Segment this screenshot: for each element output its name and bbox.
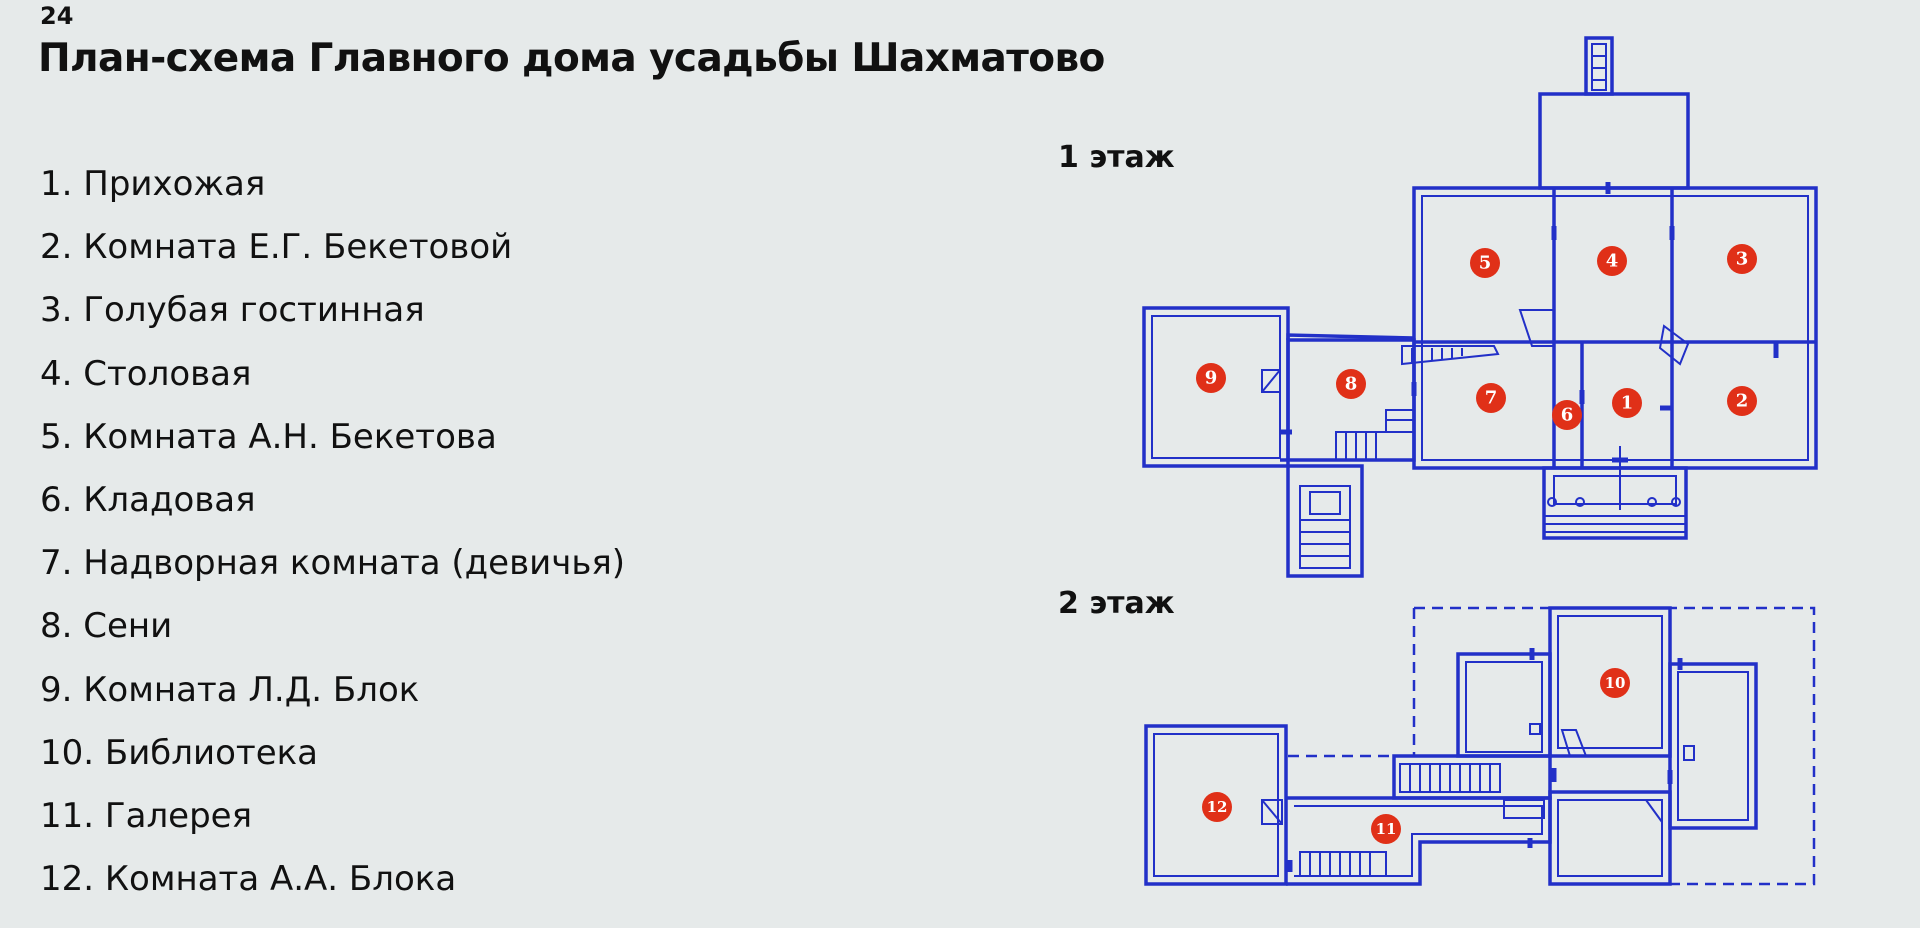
room-8-marker: 8 [1336,369,1366,399]
legend-item: 11. Галерея [40,795,253,836]
second-floor-plan [1144,606,1816,886]
room-markers: 1 2 3 4 5 6 7 8 [1196,244,1757,844]
svg-text:1: 1 [1621,393,1634,414]
legend-item: 4. Столовая [40,353,252,394]
room-1-marker: 1 [1612,388,1642,418]
svg-text:6: 6 [1561,405,1574,426]
legend-item: 5. Комната А.Н. Бекетова [40,416,497,457]
svg-text:7: 7 [1485,388,1498,409]
room-9-marker: 9 [1196,363,1226,393]
room-legend: 1. Прихожая 2. Комната Е.Г. Бекетовой 3.… [40,160,625,918]
legend-item: 2. Комната Е.Г. Бекетовой [40,227,513,268]
svg-text:3: 3 [1736,249,1749,270]
room-2-marker: 2 [1727,386,1757,416]
svg-text:8: 8 [1345,374,1358,395]
legend-item: 7. Надворная комната (девичья) [40,543,626,584]
svg-text:2: 2 [1736,391,1749,412]
room-4-marker: 4 [1597,246,1627,276]
page-title: План-схема Главного дома усадьбы Шахмато… [38,36,1105,81]
room-11-marker: 11 [1371,814,1401,844]
first-floor-plan [1142,36,1818,578]
room-10-marker: 10 [1600,668,1630,698]
svg-text:11: 11 [1376,820,1397,838]
room-12-marker: 12 [1202,792,1232,822]
legend-item: 6. Кладовая [40,479,256,520]
room-7-marker: 7 [1476,383,1506,413]
legend-item: 9. Комната Л.Д. Блок [40,669,420,710]
legend-item: 3. Голубая гостинная [40,290,425,331]
legend-item: 12. Комната А.А. Блока [40,859,457,900]
svg-text:12: 12 [1207,798,1228,816]
legend-item: 10. Библиотека [40,732,318,773]
room-3-marker: 3 [1727,244,1757,274]
svg-text:10: 10 [1605,674,1626,692]
floor-1-label: 1 этаж [1058,140,1175,175]
room-5-marker: 5 [1470,248,1500,278]
room-6-marker: 6 [1552,400,1582,430]
page-number: 24 [40,2,74,30]
legend-item: 8. Сени [40,606,173,647]
svg-text:5: 5 [1479,253,1492,274]
svg-text:4: 4 [1606,251,1619,272]
floor-2-label: 2 этаж [1058,586,1175,621]
legend-item: 1. Прихожая [40,164,266,204]
svg-text:9: 9 [1205,368,1218,389]
